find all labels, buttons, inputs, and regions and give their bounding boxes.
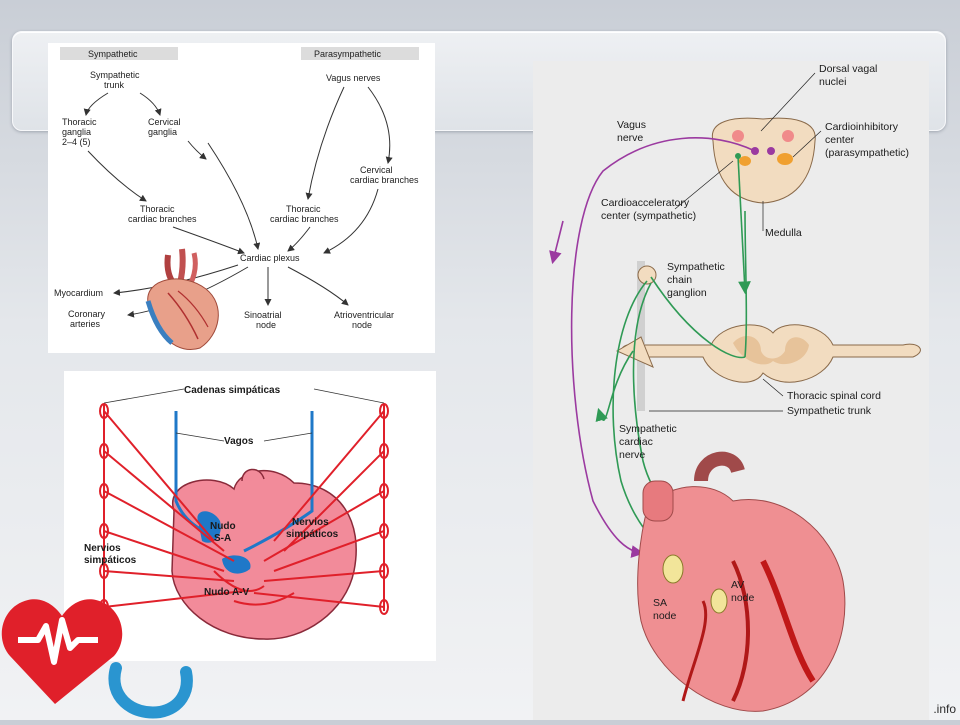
medulla-section <box>711 117 816 204</box>
flow-diagram-svg: Sympathetic Parasympathetic Sympathetic … <box>54 47 419 350</box>
autonomic-flow-diagram: Sympathetic Parasympathetic Sympathetic … <box>48 43 435 353</box>
sympathetic-nerve-fibers <box>103 410 385 608</box>
thoracic-branches-right-label: Thoracic <box>286 204 321 214</box>
dorsal-vagal-label-2: nuclei <box>819 76 846 88</box>
sympathetic-cardiac-nerve-label: Sympathetic <box>619 423 677 435</box>
thoracic-ganglia-label-3: 2–4 (5) <box>62 137 91 147</box>
thoracic-spinal-cord <box>621 324 921 383</box>
parasympathetic-header-box <box>301 47 419 60</box>
cardioinhibitory-label-2: center <box>825 134 855 146</box>
thoracic-branches-left-label: Thoracic <box>140 204 175 214</box>
thoracic-ganglia-label: Thoracic <box>62 117 97 127</box>
medulla-label: Medulla <box>765 227 802 239</box>
cervical-ganglia-label: Cervical <box>148 117 181 127</box>
thoracic-spinal-cord-label: Thoracic spinal cord <box>787 390 881 402</box>
sympathetic-chain-label-3: ganglion <box>667 287 707 299</box>
cardioacceleratory-label-2: center (sympathetic) <box>601 210 696 222</box>
cervical-ganglia-label-2: ganglia <box>148 127 177 137</box>
vagus-nerve-label-2: nerve <box>617 132 643 144</box>
sympathetic-chains <box>103 405 385 611</box>
av-node-label: AV <box>731 579 744 591</box>
nudo-sa-label: Nudo <box>210 521 236 532</box>
sympathetic-header-box <box>60 47 178 60</box>
myocardium-label: Myocardium <box>54 288 103 298</box>
av-node <box>222 555 251 574</box>
sa-node-label-2: node <box>653 610 677 622</box>
av-node-label-2: node <box>731 592 755 604</box>
flow-arrows <box>83 86 393 318</box>
heart-logo-icon <box>1 599 193 719</box>
sa-node-label: SA <box>653 597 667 609</box>
parasympathetic-header: Parasympathetic <box>314 49 382 59</box>
vagus-sympathetic-heart-diagram: Cadenas simpáticas Vagos Nudo S-A Nudo A… <box>64 371 436 661</box>
sympathetic-chain-label: Sympathetic <box>667 261 725 273</box>
vagos-svg: Cadenas simpáticas Vagos Nudo S-A Nudo A… <box>84 385 389 640</box>
cervical-cardiac-label-2: cardiac branches <box>350 175 419 185</box>
av-node-label: Atrioventricular <box>334 310 394 320</box>
vagus-nerves-label: Vagus nerves <box>326 73 381 83</box>
cardioinhibitory-label: Cardioinhibitory <box>825 121 899 133</box>
sympathetic-cardiac-nerve-label-3: nerve <box>619 449 645 461</box>
cardioacceleratory-label: Cardioacceleratory <box>601 197 690 209</box>
nudo-sa-label-2: S-A <box>214 533 231 544</box>
thoracic-ganglia-label-2: ganglia <box>62 127 91 137</box>
nervios-left-label-2: simpáticos <box>84 555 137 566</box>
sympathetic-cardiac-nerve-label-2: cardiac <box>619 436 653 448</box>
cervical-cardiac-label: Cervical <box>360 165 393 175</box>
thoracic-branches-right-label-2: cardiac branches <box>270 214 339 224</box>
sympathetic-header: Sympathetic <box>88 49 138 59</box>
heart-logo <box>0 576 200 720</box>
vagos-label: Vagos <box>224 436 254 447</box>
cardiac-innervation-anatomy: Dorsal vagal nuclei Vagus nerve Cardioin… <box>533 61 929 720</box>
nervios-left-label: Nervios <box>84 543 121 554</box>
thoracic-branches-left-label-2: cardiac branches <box>128 214 197 224</box>
sympathetic-trunk-label-2: trunk <box>104 80 125 90</box>
sinoatrial-node-label: Sinoatrial <box>244 310 282 320</box>
watermark: .info <box>933 702 956 716</box>
nudo-av-label: Nudo A-V <box>204 587 250 598</box>
leader-lines <box>649 72 822 412</box>
sympathetic-trunk-label: Sympathetic trunk <box>787 405 872 417</box>
cadenas-label: Cadenas simpáticas <box>184 385 281 396</box>
vagus-nerve-label: Vagus <box>617 119 646 131</box>
coronary-arteries-label: Coronary <box>68 309 106 319</box>
sympathetic-chain-label-2: chain <box>667 274 692 286</box>
heart-illustration <box>145 248 219 350</box>
nervios-right-label: Nervios <box>292 517 329 528</box>
anatomy-heart <box>637 486 846 712</box>
cardiac-plexus-label: Cardiac plexus <box>240 253 300 263</box>
nervios-right-label-2: simpáticos <box>286 529 339 540</box>
cardioinhibitory-label-3: (parasympathetic) <box>825 147 909 159</box>
anatomy-svg: Dorsal vagal nuclei Vagus nerve Cardioin… <box>549 63 921 712</box>
av-node-label-2: node <box>352 320 372 330</box>
sinoatrial-node-label-2: node <box>256 320 276 330</box>
dorsal-vagal-label: Dorsal vagal <box>819 63 877 75</box>
sympathetic-trunk-label: Sympathetic <box>90 70 140 80</box>
coronary-arteries-label-2: arteries <box>70 319 101 329</box>
